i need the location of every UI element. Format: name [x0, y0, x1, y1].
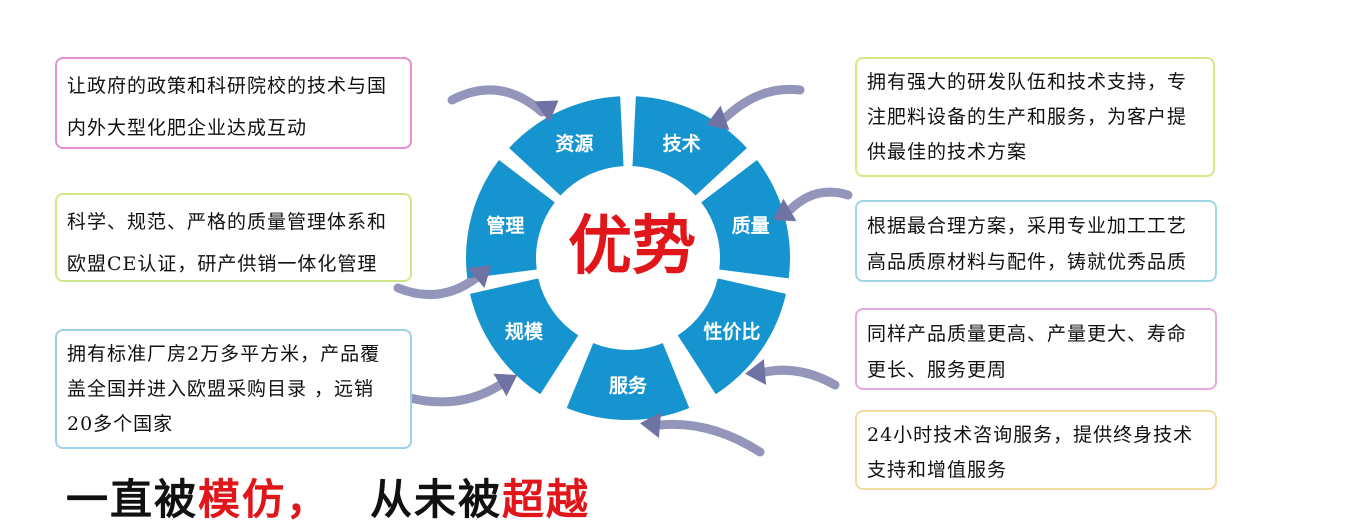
right-box-service-text: 24小时技术咨询服务，提供终身技术支持和增值服务	[867, 424, 1194, 481]
segment-technology-label: 技术	[663, 132, 701, 155]
arrow-to-technology-icon	[706, 84, 805, 131]
arrow-to-service-icon	[640, 412, 765, 457]
right-box-quality-text: 根据最合理方案，采用专业加工工艺高品质原材料与配件，铸就优秀品质	[867, 215, 1188, 273]
slogan-highlight1: 模仿，	[198, 475, 331, 524]
segment-value	[677, 278, 786, 395]
slogan-highlight2: 超越	[502, 475, 591, 524]
arrow-to-scale-icon	[405, 373, 518, 407]
segment-resources-label: 资源	[555, 132, 593, 155]
segment-service	[566, 343, 690, 420]
segment-management	[466, 160, 555, 279]
arrow-to-quality-icon	[772, 187, 853, 222]
slogan: 一直被模仿， 从未被超越	[66, 466, 590, 527]
right-box-quality: 根据最合理方案，采用专业加工工艺高品质原材料与配件，铸就优秀品质	[855, 200, 1217, 282]
segment-value-label: 性价比	[704, 320, 761, 343]
right-box-technology-text: 拥有强大的研发队伍和技术支持，专注肥料设备的生产和服务，为客户提供最佳的技术方案	[867, 71, 1188, 163]
segment-scale	[470, 278, 579, 395]
arrow-to-value-icon	[745, 359, 840, 390]
right-box-service: 24小时技术咨询服务，提供终身技术支持和增值服务	[855, 410, 1217, 490]
segment-management-label: 管理	[486, 214, 524, 237]
right-box-value-text: 同样产品质量更高、产量更大、寿命更长、服务更周	[867, 323, 1188, 381]
curved-arrows	[393, 84, 853, 457]
left-box-resources-text: 让政府的政策和科研院校的技术与国内外大型化肥企业达成互动	[67, 75, 388, 139]
segment-quality-label: 质量	[732, 215, 770, 237]
slogan-part2: 从未被	[370, 475, 503, 524]
left-box-management: 科学、规范、严格的质量管理体系和欧盟CE认证，研产供销一体化管理	[55, 193, 412, 282]
center-title: 优势	[568, 209, 696, 284]
segment-technology	[632, 96, 747, 196]
right-box-technology: 拥有强大的研发队伍和技术支持，专注肥料设备的生产和服务，为客户提供最佳的技术方案	[855, 57, 1215, 177]
slogan-part1: 一直被	[66, 475, 199, 524]
right-box-value: 同样产品质量更高、产量更大、寿命更长、服务更周	[855, 308, 1217, 390]
left-box-resources: 让政府的政策和科研院校的技术与国内外大型化肥企业达成互动	[55, 57, 412, 149]
segment-service-label: 服务	[609, 374, 648, 397]
left-box-scale-text: 拥有标准厂房2万多平方米，产品覆盖全国并进入欧盟采购目录 ，远销20多个国家	[67, 343, 381, 435]
segment-quality	[701, 160, 790, 279]
left-box-scale: 拥有标准厂房2万多平方米，产品覆盖全国并进入欧盟采购目录 ，远销20多个国家	[55, 329, 412, 449]
left-box-management-text: 科学、规范、严格的质量管理体系和欧盟CE认证，研产供销一体化管理	[67, 211, 388, 275]
segment-resources	[509, 96, 624, 196]
arrow-to-resources-icon	[447, 85, 559, 123]
arrow-to-management-icon	[393, 265, 492, 300]
segment-scale-label: 规模	[505, 320, 544, 343]
